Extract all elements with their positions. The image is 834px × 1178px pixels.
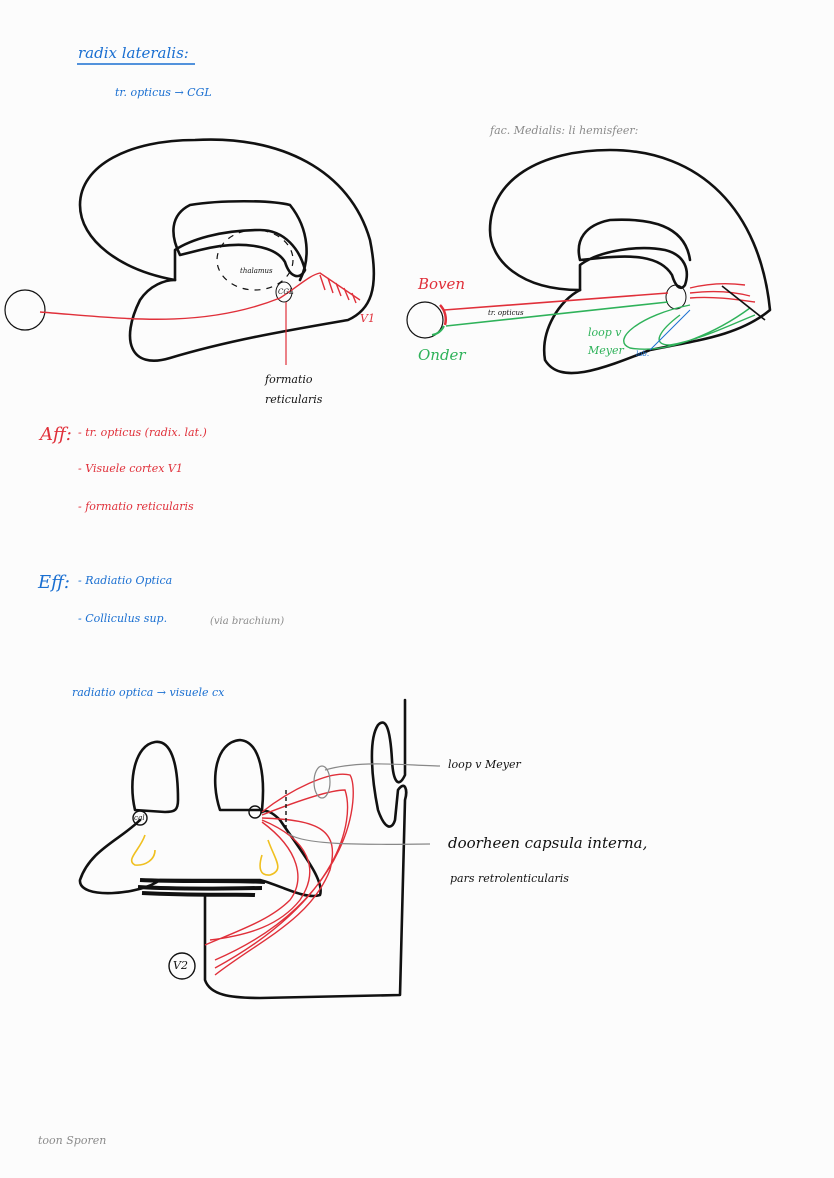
aff-label: Aff:	[40, 424, 72, 445]
formatio-label: formatio reticularis	[265, 373, 323, 406]
cgl-small-label: cgl	[134, 814, 145, 822]
v1-label: V1	[360, 312, 375, 325]
eye-icon	[4, 289, 46, 331]
boven-label: Boven	[418, 275, 466, 293]
v-label: V2	[173, 959, 188, 972]
aff-item: - tr. opticus (radix. lat.)	[78, 426, 207, 439]
onder-label: Onder	[418, 346, 466, 364]
section2-title: radiatio optica → visuele cx	[72, 686, 225, 699]
eff-label: Eff:	[38, 572, 70, 593]
tract-label: tr. opticus	[488, 309, 524, 317]
coronal-section-drawing	[78, 698, 441, 1000]
aff-item: - formatio reticularis	[78, 500, 194, 513]
meyer-label: loop v Meyer	[588, 326, 624, 357]
eff-item: - Radiatio Optica	[78, 574, 173, 587]
medial-title: fac. Medialis: li hemisfeer:	[490, 124, 639, 137]
eff-note: (via brachium)	[210, 616, 285, 627]
cgl-label: CGL	[278, 288, 294, 296]
aff-item: - Visuele cortex V1	[78, 462, 183, 475]
footer-author: toon Sporen	[38, 1134, 107, 1147]
lateral-brain-drawing	[4, 138, 376, 365]
capsula-annotation: doorheen capsula interna,	[448, 834, 648, 852]
eye-icon	[406, 301, 444, 339]
medial-brain-drawing	[406, 148, 772, 375]
thalamus-label: thalamus	[240, 267, 273, 275]
meyer-annotation: loop v Meyer	[448, 758, 521, 771]
small-label: lab.	[636, 350, 650, 358]
pars-annotation: pars retrolenticularis	[450, 872, 569, 885]
section-subtitle: tr. opticus → CGL	[115, 86, 212, 99]
eff-item: - Colliculus sup.	[78, 612, 168, 625]
section-title: radix lateralis:	[78, 44, 189, 62]
